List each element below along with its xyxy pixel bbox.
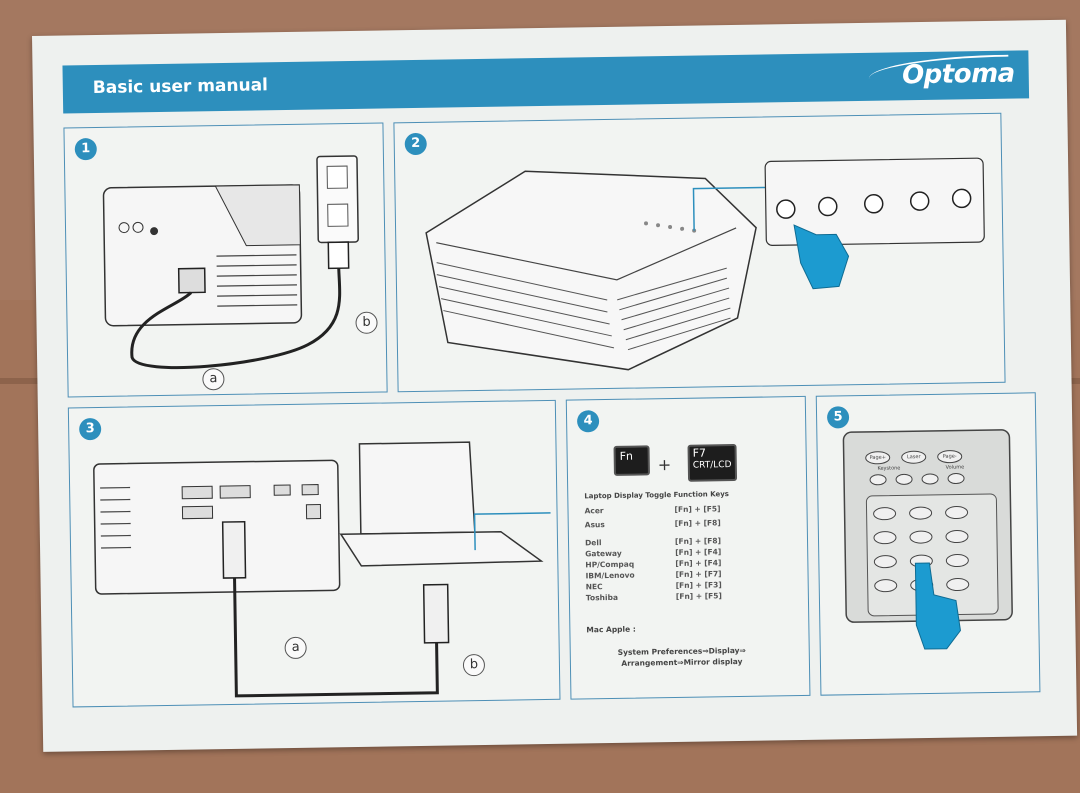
remote-page-down-label: Page- (942, 453, 957, 460)
ac-inlet-icon (177, 267, 206, 294)
step-2-panel: 2 (393, 112, 1006, 393)
rear-port-2-icon (132, 221, 144, 233)
front-vent-grille (617, 267, 731, 351)
remote-page-up-label: Page+ (869, 454, 886, 461)
key-row-dell: Dell[Fn] + [F8] (584, 536, 722, 548)
outlet-socket-top (326, 165, 348, 189)
callout-line (692, 186, 766, 231)
vga-plug-a-icon (221, 520, 247, 579)
side-vent-grille (436, 262, 615, 349)
projector-io-panel (93, 459, 341, 595)
keypad-indicator-dots (644, 221, 697, 233)
plus-sign: + (657, 455, 672, 475)
hdmi-port-2-icon (301, 484, 319, 496)
f7-key: F7 CRT/LCD (687, 443, 738, 482)
mac-instruction-line-1: System Preferences⇒Display⇒ (617, 645, 746, 657)
fn-key: Fn (613, 445, 650, 476)
key-row-acer: Acer[Fn] + [F5] (584, 504, 721, 516)
vga-port-1-icon (181, 485, 213, 500)
manual-header: Basic user manual Optoma (62, 50, 1030, 114)
power-connection-illustration (102, 155, 359, 370)
pressing-hand-remote-icon (914, 562, 961, 650)
power-cable (130, 264, 342, 370)
step-3-panel: 3 a b (67, 399, 561, 708)
outlet-socket-bottom (327, 203, 349, 227)
manual-sheet: Basic user manual Optoma 1 a b (32, 19, 1078, 752)
menu-button-icon (863, 194, 884, 214)
extra-button-icon (951, 188, 972, 209)
vga-port-2-icon (219, 485, 251, 499)
vga-port-3-icon (181, 505, 214, 520)
power-plug-icon (327, 241, 350, 270)
step-1-panel: 1 a b (63, 122, 388, 398)
crt-lcd-label: CRT/LCD (692, 460, 732, 471)
vent-grille (216, 254, 298, 307)
mac-instruction-line-2: Arrangement⇒Mirror display (621, 656, 743, 668)
rear-port-1-icon (118, 222, 130, 234)
io-vent-grille (100, 486, 132, 549)
info-button-icon (909, 191, 930, 211)
key-table-title: Laptop Display Toggle Function Keys (584, 490, 730, 501)
pressing-hand-icon (793, 224, 850, 290)
key-row-asus: Asus[Fn] + [F8] (584, 518, 721, 530)
projector-top-ridge (436, 227, 737, 281)
vga-cable (233, 577, 439, 698)
remote-laser-label: Laser (906, 454, 921, 461)
manual-title: Basic user manual (92, 75, 269, 99)
source-button-icon (818, 196, 838, 217)
power-button-icon (776, 199, 796, 219)
step-5-panel: 5 Page+ Laser Page- Keystone Volume (815, 392, 1041, 696)
projector-top-edge (214, 184, 301, 247)
vga-connection-illustration (93, 441, 551, 698)
rear-port-3-icon (150, 227, 159, 236)
f7-key-label: F7 (692, 446, 707, 460)
step-4-panel: 4 Fn + F7 CRT/LCD Laptop Display Toggle … (565, 395, 811, 700)
remote-buttons-grid (865, 450, 970, 593)
laptop-screen (358, 441, 476, 535)
mac-label: Mac Apple : (586, 624, 636, 635)
key-row-gateway: Gateway[Fn] + [F4] (585, 547, 722, 559)
key-row-toshiba: Toshiba[Fn] + [F5] (585, 591, 722, 603)
vga-plug-b-icon (422, 583, 450, 644)
brand-logo: Optoma (901, 58, 1015, 91)
laptop-base (339, 530, 544, 567)
remote-volume-label: Volume (945, 464, 965, 471)
remote-illustration (842, 429, 1013, 650)
laptop-port-callout (473, 512, 551, 551)
projector-body (425, 170, 757, 371)
power-button-illustration (425, 157, 985, 371)
lan-port-icon (305, 504, 322, 520)
step-4-badge: 4 (576, 410, 600, 433)
hdmi-port-1-icon (273, 484, 291, 496)
fn-key-label: Fn (619, 449, 634, 463)
remote-keystone-label: Keystone (877, 465, 901, 472)
